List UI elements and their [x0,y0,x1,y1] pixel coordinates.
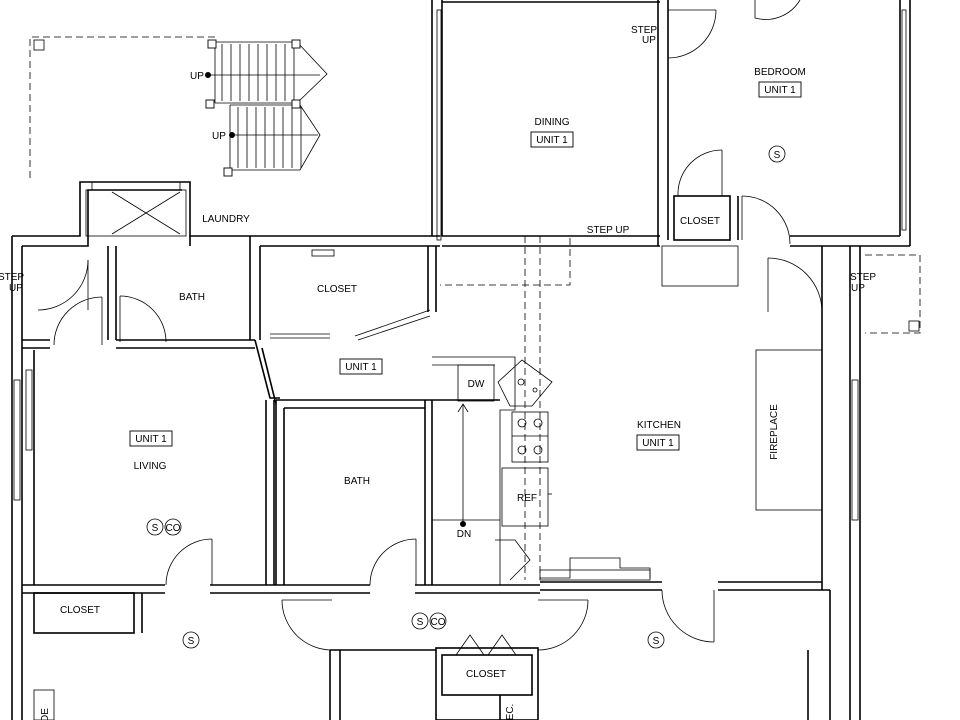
unit-tag-bedroom-box [758,81,802,98]
unit-tag-living: UNIT 1 [135,434,167,445]
svg-text:CO: CO [431,617,446,628]
room-label-bath-upper: BATH [179,292,205,303]
unit-tag-dining-box [530,131,574,148]
exterior-stairs [205,39,328,177]
exterior-walls [11,0,911,720]
stair-dn-label: DN [457,529,471,540]
step-label-top: STEP [631,25,657,36]
svg-text:CO: CO [166,523,181,534]
unit-tag-living-box [129,430,173,447]
up-label-top: UP [642,35,656,46]
stair-up-label-2: UP [212,131,226,142]
room-label-bath-center: BATH [344,476,370,487]
interior-walls [22,181,830,720]
room-label-fireplace: FIREPLACE [769,404,780,460]
fireplace-box [755,349,823,511]
smoke-co-detector-hall: S CO [411,612,447,630]
svg-text:S: S [653,636,660,647]
room-label-closet-lower-left: CLOSET [60,605,100,616]
partial-label-left-edge: DE [40,708,51,720]
svg-text:S: S [152,523,159,534]
room-label-laundry: LAUNDRY [202,214,250,225]
stair-up-label-1: UP [190,71,204,82]
smoke-detector-lower-left: S [182,631,200,649]
room-label-closet-bedroom: CLOSET [680,216,720,227]
step-up-label-dining: STEP UP [587,225,630,236]
up-label-left: UP [9,283,23,294]
dishwasher-label: DW [468,379,485,390]
windows [13,9,907,521]
room-label-bedroom: BEDROOM [754,67,806,78]
smoke-co-detector-living: S CO [146,518,182,536]
room-label-kitchen: KITCHEN [637,420,681,431]
refrigerator-label: REF [517,493,537,504]
svg-text:S: S [188,636,195,647]
porch-dashed-outline [29,36,921,580]
unit-tag-kitchen: UNIT 1 [642,438,674,449]
svg-text:S: S [417,617,424,628]
room-label-closet-lower-center: CLOSET [466,669,506,680]
step-label-right: STEP [850,272,876,283]
step-label-left: STEP [0,272,24,283]
smoke-detector-bedroom: S [768,145,786,163]
door-swings [37,0,823,656]
smoke-detector-lower-right: S [647,631,665,649]
unit-tag-kitchen-box [636,434,680,451]
up-label-right: UP [851,283,865,294]
unit-tag-hall-box [339,358,383,375]
room-label-dining: DINING [535,117,570,128]
room-label-living: LIVING [134,461,167,472]
kitchen-cabinets [432,356,651,585]
unit-tag-dining: UNIT 1 [536,135,568,146]
partial-label-elec: EC. [505,704,516,720]
svg-text:S: S [774,150,781,161]
room-label-closet-hall: CLOSET [317,284,357,295]
unit-tag-bedroom: UNIT 1 [764,85,796,96]
unit-tag-hall: UNIT 1 [345,362,377,373]
